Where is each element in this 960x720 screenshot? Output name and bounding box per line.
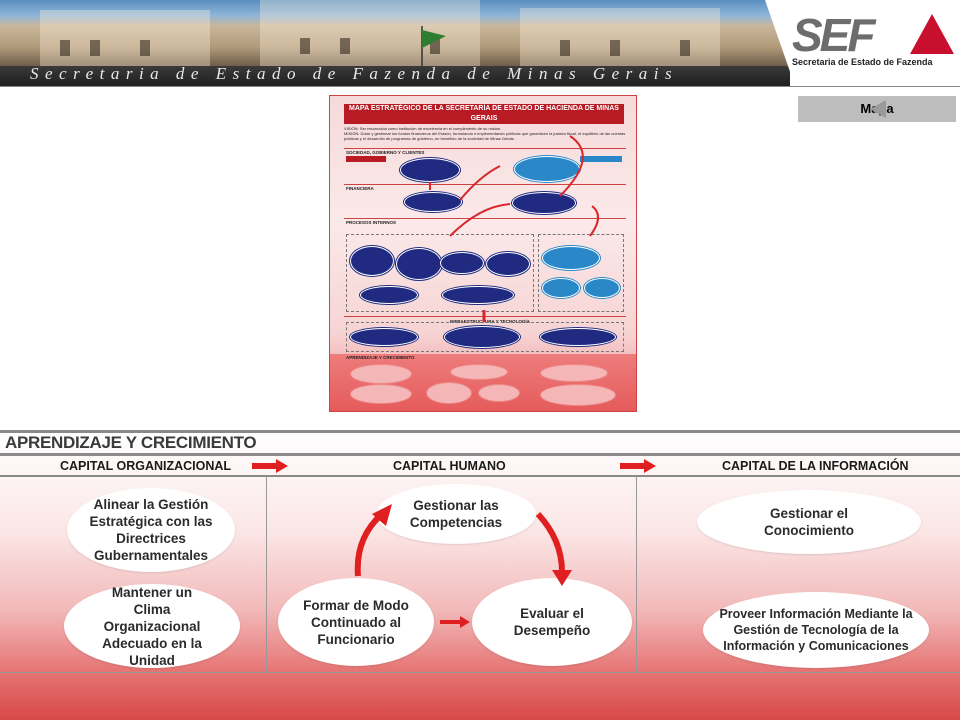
learning-growth-panel: APRENDIZAJE Y CRECIMIENTO CAPITAL ORGANI… [0,430,960,720]
objective-clima-organizacional[interactable]: Mantener un Clima Organizacional Adecuad… [64,584,240,668]
building-photo: Secretaria de Estado de Fazenda de Minas… [0,0,790,86]
header-banner: Secretaria de Estado de Fazenda de Minas… [0,0,960,87]
thumbnail-section-2: FINANCIERA [346,186,374,191]
arrow-right-icon [620,459,656,473]
banner-title: Secretaria de Estado de Fazenda de Minas… [30,64,679,83]
objective-label: Gestionar las Competencias [409,498,503,530]
objective-alinear-gestion[interactable]: Alinear la Gestión Estratégica con las D… [67,488,235,572]
cycle-arrows [354,504,572,628]
logo-wordmark: SEF [792,9,875,61]
objective-label: Mantener un Clima Organizacional Adecuad… [102,584,202,668]
back-arrow-icon[interactable] [870,100,886,118]
thumbnail-section-1: SOCIEDAD, GOBIERNO Y CLIENTES [346,150,425,155]
objective-evaluar-desempeno[interactable]: Evaluar el Desempeño [472,578,632,666]
thumbnail-mission: MISIÓN: Dotar y gestionar los fondos fin… [344,131,626,141]
column-header-organizacional: CAPITAL ORGANIZACIONAL [60,459,232,473]
objective-gestionar-conocimiento[interactable]: Gestionar el Conocimiento [697,490,921,554]
strategic-map-thumbnail[interactable]: MAPA ESTRATÉGICO DE LA SECRETARÍA DE EST… [329,95,637,412]
objective-label: Gestionar el Conocimiento [764,506,854,538]
sef-logo: SEF Secretaria de Estado de Fazenda [790,0,960,86]
objective-gestionar-competencias[interactable]: Gestionar las Competencias [376,484,536,544]
thumbnail-section-4: INFRAESTRUCTURA Y TECNOLOGÍA [450,319,530,324]
panel-heading: APRENDIZAJE Y CRECIMIENTO [5,433,257,452]
objective-label: Proveer Información Mediante la Gestión … [719,607,913,653]
flag-icon [421,26,446,66]
objective-label: Evaluar el Desempeño [513,606,591,638]
arrow-right-icon [252,459,288,473]
objective-proveer-informacion[interactable]: Proveer Información Mediante la Gestión … [703,592,929,668]
thumbnail-section-3: PROCESOS INTERNOS [346,220,397,225]
logo-subtitle: Secretaria de Estado de Fazenda [792,57,933,67]
column-header-informacion: CAPITAL DE LA INFORMACIÓN [722,459,909,473]
objective-label: Alinear la Gestión Estratégica con las D… [89,497,213,563]
thumbnail-title: MAPA ESTRATÉGICO DE LA SECRETARÍA DE EST… [344,104,624,124]
column-header-humano: CAPITAL HUMANO [393,459,506,473]
objective-formar-funcionario[interactable]: Formar de Modo Continuado al Funcionario [278,578,434,666]
objective-label: Formar de Modo Continuado al Funcionario [303,597,409,647]
thumbnail-section-5: APRENDIZAJE Y CRECIMIENTO [346,355,415,360]
logo-triangle-icon [910,14,954,54]
thumbnail-vision: VISIÓN: Ser reconocida como institución … [344,126,502,131]
